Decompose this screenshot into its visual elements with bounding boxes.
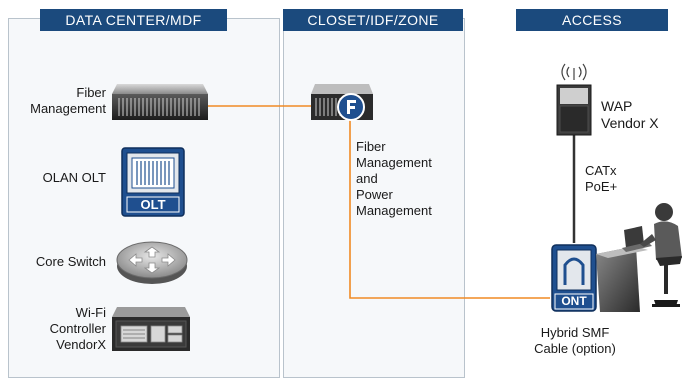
fiber-mgmt-label-line1: Fiber xyxy=(76,85,106,100)
fiber-link-idf-ont xyxy=(349,112,550,299)
fiber-logo-icon xyxy=(336,92,366,122)
wifi-controller-label-line1: Wi-Fi xyxy=(75,305,106,320)
wifi-controller-icon xyxy=(111,305,191,353)
core-router-icon xyxy=(115,238,189,286)
access-header: ACCESS xyxy=(516,9,668,31)
wap-label-line1: WAP xyxy=(601,98,633,114)
catx-label: CATx PoE+ xyxy=(585,163,617,195)
closet-label-line1: Fiber xyxy=(356,139,386,154)
closet-label-line4: Power xyxy=(356,187,393,202)
ont-icon: ONT xyxy=(550,243,598,313)
hybrid-cable-label: Hybrid SMF Cable (option) xyxy=(522,325,628,357)
wap-icon xyxy=(556,84,592,136)
olt-chassis-icon: OLT xyxy=(120,146,186,218)
fiber-mgmt-label-line2: Management xyxy=(30,101,106,116)
catx-label-line2: PoE+ xyxy=(585,179,618,194)
datacenter-header: DATA CENTER/MDF xyxy=(40,9,227,31)
rack-fiber-icon xyxy=(111,82,209,122)
ont-badge: ONT xyxy=(561,294,587,308)
wifi-controller-label-line2: Controller xyxy=(49,321,106,336)
closet-header: CLOSET/IDF/ZONE xyxy=(283,9,463,31)
closet-label-line3: and xyxy=(356,171,378,186)
fiber-mgmt-label: Fiber Management xyxy=(10,85,106,117)
closet-label-line5: Management xyxy=(356,203,432,218)
wap-label-line2: Vendor X xyxy=(601,115,659,131)
wifi-controller-label-line3: VendorX xyxy=(56,337,106,352)
olt-badge: OLT xyxy=(140,197,166,212)
hybrid-cable-label-line2: Cable (option) xyxy=(534,341,616,356)
wifi-signal-icon xyxy=(558,62,590,82)
person-at-desk-icon xyxy=(594,200,689,312)
wifi-controller-label: Wi-Fi Controller VendorX xyxy=(10,305,106,353)
closet-enclosure-label: Fiber Management and Power Management xyxy=(356,139,432,219)
wap-label: WAP Vendor X xyxy=(601,98,659,132)
closet-panel xyxy=(283,18,465,378)
core-switch-label: Core Switch xyxy=(35,254,106,269)
olan-olt-label: OLAN OLT xyxy=(42,170,106,185)
catx-label-line1: CATx xyxy=(585,163,617,178)
hybrid-cable-label-line1: Hybrid SMF xyxy=(540,325,610,340)
closet-label-line2: Management xyxy=(356,155,432,170)
